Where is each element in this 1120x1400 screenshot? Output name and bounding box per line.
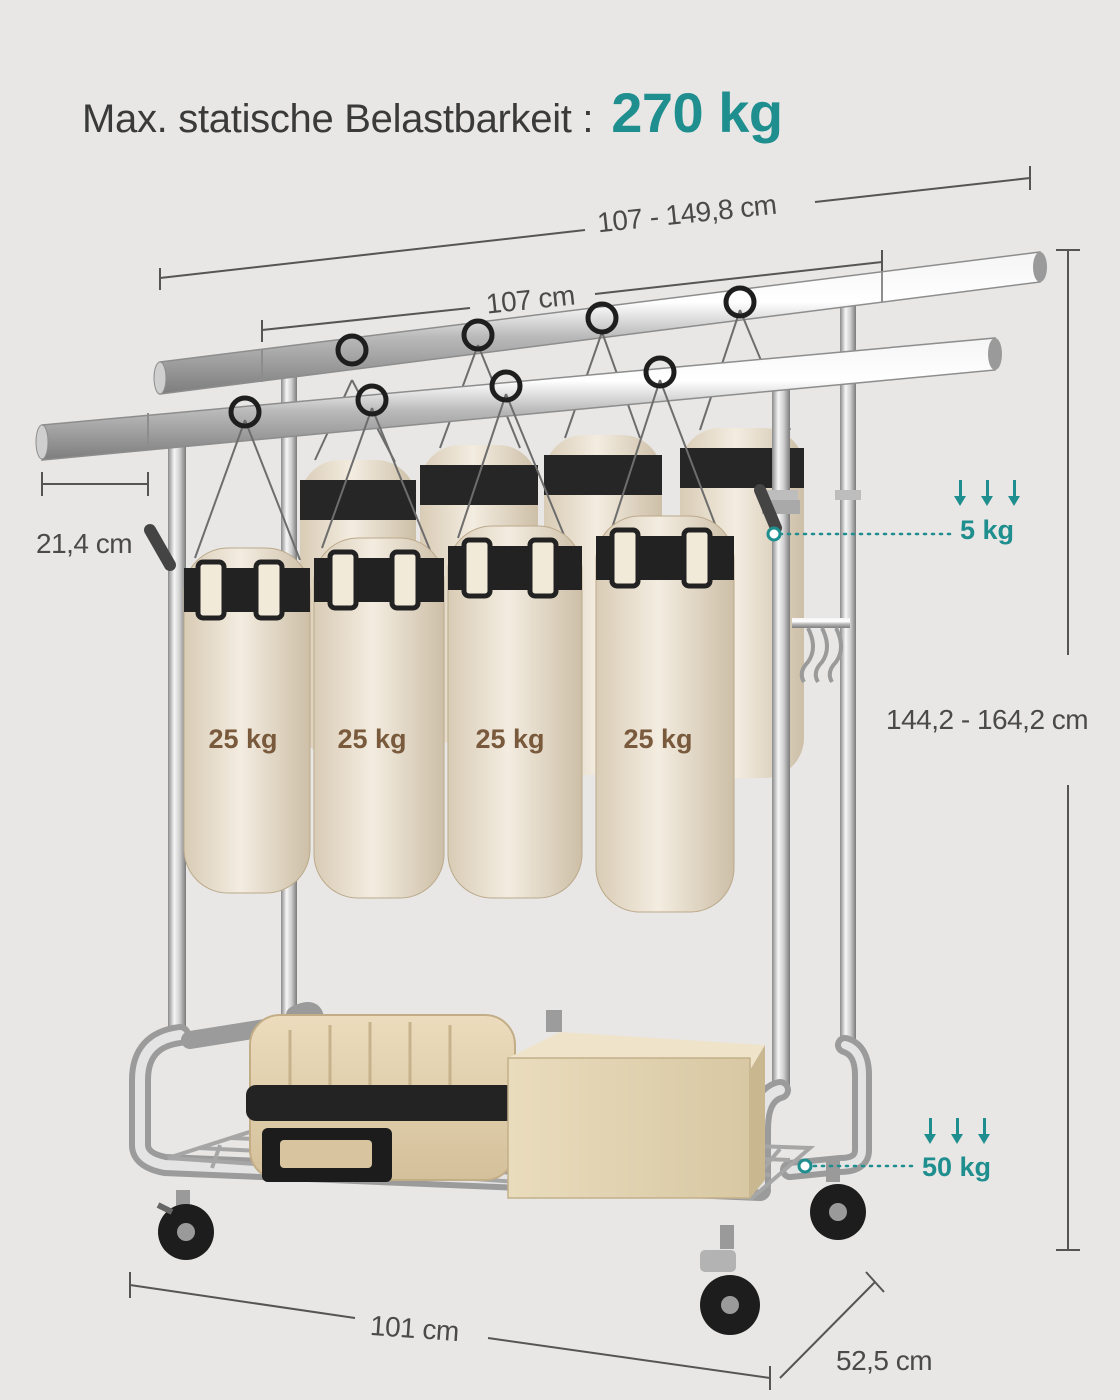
bag-weight-label: 25 kg <box>475 724 545 754</box>
front-hanging-rail <box>35 337 1002 461</box>
punching-bag <box>595 515 735 913</box>
max-load-value: 270 kg <box>611 81 783 144</box>
down-arrow-icon <box>924 1118 990 1144</box>
down-arrow-icon <box>954 480 1020 506</box>
punching-bag <box>313 537 445 899</box>
shelf-load-label: 50 kg <box>922 1152 992 1182</box>
bag-weight-label: 25 kg <box>623 724 693 754</box>
rail-overhang-label: 21,4 cm <box>36 528 133 559</box>
bag-weight-label: 25 kg <box>208 724 278 754</box>
side-hook-peg <box>754 484 782 534</box>
side-hook-peg <box>144 524 176 571</box>
front-punching-bags <box>183 355 735 913</box>
max-load-headline: Max. statische Belastbarkeit : 270 kg <box>82 80 783 150</box>
base-width-label: 101 cm <box>369 1309 460 1348</box>
caster-wheel-icon <box>700 1225 760 1335</box>
punching-bag <box>447 525 583 899</box>
s-hook-icon <box>792 618 850 684</box>
caster-wheel-icon <box>156 1190 214 1260</box>
suitcase <box>246 1010 562 1182</box>
load-leader-lines <box>778 532 952 1168</box>
dimension-lines <box>41 166 1080 1390</box>
storage-box <box>507 1032 765 1199</box>
side-hook-load-label: 5 kg <box>960 515 1015 545</box>
rack-front-frame <box>144 385 800 1095</box>
base-depth-label: 52,5 cm <box>836 1345 933 1376</box>
height-range-label: 144,2 - 164,2 cm <box>886 704 1089 735</box>
max-load-label: Max. statische Belastbarkeit : <box>82 97 594 141</box>
punching-bag <box>183 547 311 894</box>
bag-weight-label: 25 kg <box>337 724 407 754</box>
